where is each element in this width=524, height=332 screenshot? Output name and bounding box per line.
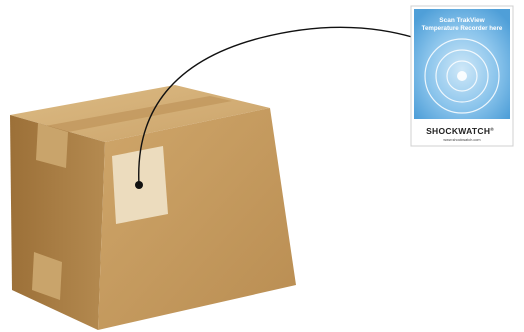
card-url: www.shockwatch.com	[443, 138, 480, 142]
brand-name: SHOCKWATCH	[426, 126, 490, 136]
connector-line	[138, 26, 413, 186]
shockwatch-logo: SHOCKWATCH®	[426, 126, 494, 136]
card-heading-line1: Scan TrakView	[439, 17, 485, 24]
cardboard-box	[10, 85, 296, 330]
target-ring-inner	[446, 60, 478, 92]
brand-trademark: ®	[490, 126, 494, 132]
box-top-tape	[45, 96, 232, 132]
target-center	[457, 71, 467, 81]
box-side-tape-bottom	[32, 252, 62, 300]
box-side-tape-top	[36, 123, 68, 168]
card-blue-panel	[414, 9, 510, 119]
target-ring-outer	[424, 38, 500, 114]
card-heading-line2: Temperature Recorder here	[422, 25, 503, 32]
temperature-label-card: Scan TrakView Temperature Recorder here …	[410, 5, 514, 147]
target-ring-middle	[435, 49, 489, 103]
